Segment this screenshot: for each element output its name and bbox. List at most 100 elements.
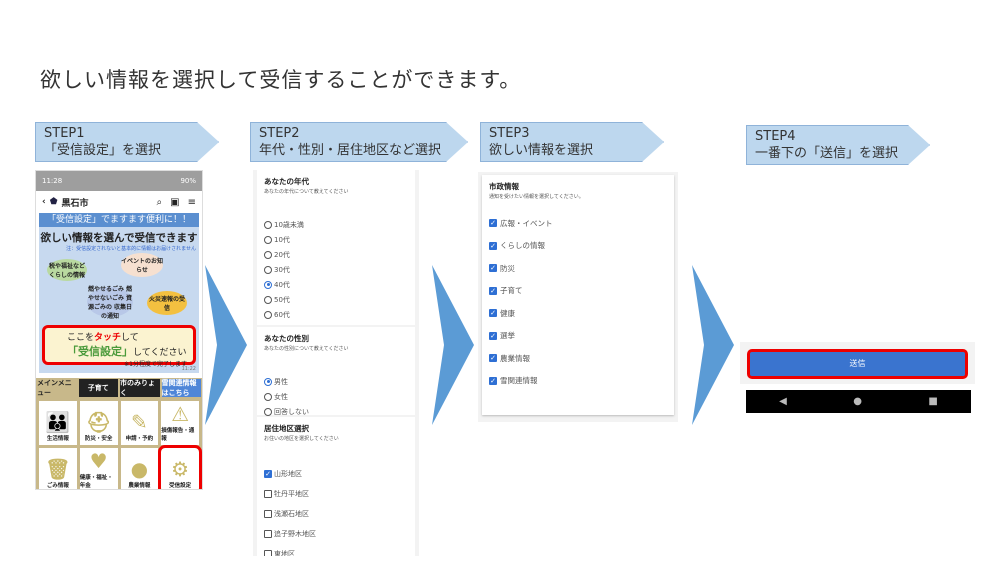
back-icon[interactable]: ‹: [42, 197, 46, 207]
step-label: STEP4: [755, 129, 796, 144]
age-option[interactable]: 50代: [264, 292, 408, 307]
menu-damage-report[interactable]: ⚠損傷報告・通報: [161, 401, 199, 445]
info-option[interactable]: ✓選挙: [489, 325, 667, 348]
area-option[interactable]: 浅瀬石地区: [264, 504, 408, 524]
option-label: 牡丹平地区: [274, 490, 309, 498]
radio-button[interactable]: [264, 295, 272, 304]
receive-settings-touch-area[interactable]: ここをタッチして 「受信設定」してください ※1分程度で完了します: [42, 325, 196, 368]
search-icon[interactable]: ⌕: [156, 196, 163, 208]
menu-tabs: メインメニュー 子育て 市のみりょく 雪関連情報はこちら: [36, 378, 202, 398]
radio-button[interactable]: [264, 220, 272, 229]
step-desc: 欲しい情報を選択: [489, 143, 594, 158]
home-icon[interactable]: ●: [853, 396, 862, 407]
option-label: 20代: [274, 250, 290, 259]
info-option[interactable]: ✓防災: [489, 257, 667, 280]
option-label: 広報・イベント: [500, 218, 553, 228]
apple-icon: ●: [130, 457, 149, 481]
menu-application[interactable]: ✎申請・予約: [120, 401, 159, 445]
area-option[interactable]: 東地区: [264, 544, 408, 556]
option-label: 10代: [274, 235, 290, 244]
banner-head: 「受信設定」でますます便利に！！: [39, 213, 199, 227]
app-header: ‹⬟黒石市⌕▣≡: [36, 191, 202, 213]
recents-icon[interactable]: ■: [928, 396, 938, 407]
option-label: 雪関連情報: [500, 376, 538, 386]
gender-option[interactable]: 回答しない: [264, 404, 408, 419]
area-option[interactable]: ✓山形地区: [264, 464, 408, 484]
menu-garbage[interactable]: 🗑ごみ情報: [39, 448, 77, 489]
checkbox[interactable]: ✓: [489, 241, 497, 250]
checkbox[interactable]: ✓: [489, 309, 497, 318]
bookmark-icon[interactable]: ▣: [170, 196, 180, 208]
gender-option[interactable]: 男性: [264, 374, 408, 389]
info-option[interactable]: ✓健康: [489, 302, 667, 325]
checkbox[interactable]: [264, 530, 272, 538]
touch-text: タッチ: [94, 333, 122, 343]
checkbox[interactable]: ✓: [489, 354, 497, 363]
touch-text: してください: [133, 348, 187, 358]
menu-receive-settings[interactable]: ⚙受信設定: [158, 445, 202, 489]
info-option[interactable]: ✓子育て: [489, 280, 667, 303]
radio-button[interactable]: [264, 310, 272, 319]
age-option[interactable]: 10代: [264, 232, 408, 247]
city-info-sub: 通知を受けたい情報を選択してください。: [489, 194, 584, 200]
tab-snow-info[interactable]: 雪関連情報はこちら: [161, 379, 201, 397]
checkbox[interactable]: [264, 550, 272, 556]
area-sub: お住いの地区を選択してください: [264, 436, 339, 442]
age-option[interactable]: 10歳未満: [264, 217, 408, 232]
checkbox[interactable]: [264, 510, 272, 518]
promo-banner[interactable]: 「受信設定」でますます便利に！！ 欲しい情報を選んで受信できます 注：受信設定さ…: [39, 213, 199, 373]
checkbox[interactable]: ✓: [489, 219, 497, 228]
age-option[interactable]: 40代: [264, 277, 408, 292]
option-label: 健康: [500, 308, 515, 318]
menu-label: ごみ情報: [46, 483, 69, 489]
option-label: 男性: [274, 377, 288, 386]
radio-button[interactable]: [264, 377, 272, 386]
touch-note: ※1分程度で完了します: [124, 361, 187, 368]
tab-main-menu[interactable]: メインメニュー: [37, 379, 77, 397]
step1-banner: STEP1「受信設定」を選択: [35, 122, 219, 162]
step-desc: 一番下の「送信」を選択: [755, 146, 899, 161]
age-option[interactable]: 60代: [264, 307, 408, 322]
radio-button[interactable]: [264, 407, 272, 416]
arrow-right-icon: [432, 265, 474, 425]
step-desc: 「受信設定」を選択: [44, 143, 162, 158]
radio-button[interactable]: [264, 280, 272, 289]
age-option[interactable]: 30代: [264, 262, 408, 277]
info-option[interactable]: ✓広報・イベント: [489, 212, 667, 235]
area-option[interactable]: 牡丹平地区: [264, 484, 408, 504]
checkbox[interactable]: ✓: [489, 264, 497, 273]
back-icon[interactable]: ◀: [779, 396, 787, 407]
option-label: くらしの情報: [500, 241, 545, 251]
menu-health[interactable]: ♥健康・福祉・年金: [79, 448, 118, 489]
menu-agriculture[interactable]: ●農業情報: [120, 448, 159, 489]
menu-icon[interactable]: ≡: [187, 196, 196, 208]
info-option[interactable]: ✓農業情報: [489, 347, 667, 370]
checkbox[interactable]: ✓: [489, 376, 497, 385]
menu-label: 損傷報告・通報: [161, 428, 195, 442]
menu-label: 防災・安全: [84, 436, 113, 442]
city-info-title: 市政情報: [489, 182, 519, 191]
arrow-right-icon: [692, 265, 734, 425]
checkbox[interactable]: ✓: [489, 331, 497, 340]
gender-option[interactable]: 女性: [264, 389, 408, 404]
age-option[interactable]: 20代: [264, 247, 408, 262]
radio-button[interactable]: [264, 235, 272, 244]
arrow-right-icon: [205, 265, 247, 425]
checkbox[interactable]: ✓: [489, 286, 497, 295]
info-option[interactable]: ✓くらしの情報: [489, 235, 667, 258]
banner-timestamp: 11:22: [181, 366, 196, 372]
checkbox[interactable]: [264, 490, 272, 498]
radio-button[interactable]: [264, 392, 272, 401]
radio-button[interactable]: [264, 250, 272, 259]
tab-childcare[interactable]: 子育て: [78, 379, 118, 397]
menu-safety[interactable]: ⛑防災・安全: [79, 401, 118, 445]
send-button[interactable]: 送信: [747, 349, 968, 379]
area-option[interactable]: 追子野木地区: [264, 524, 408, 544]
tab-city-charm[interactable]: 市のみりょく: [120, 379, 160, 397]
menu-life-info[interactable]: 👪生活情報: [39, 401, 77, 445]
info-option[interactable]: ✓雪関連情報: [489, 370, 667, 393]
checkbox[interactable]: ✓: [264, 470, 272, 478]
radio-button[interactable]: [264, 265, 272, 274]
